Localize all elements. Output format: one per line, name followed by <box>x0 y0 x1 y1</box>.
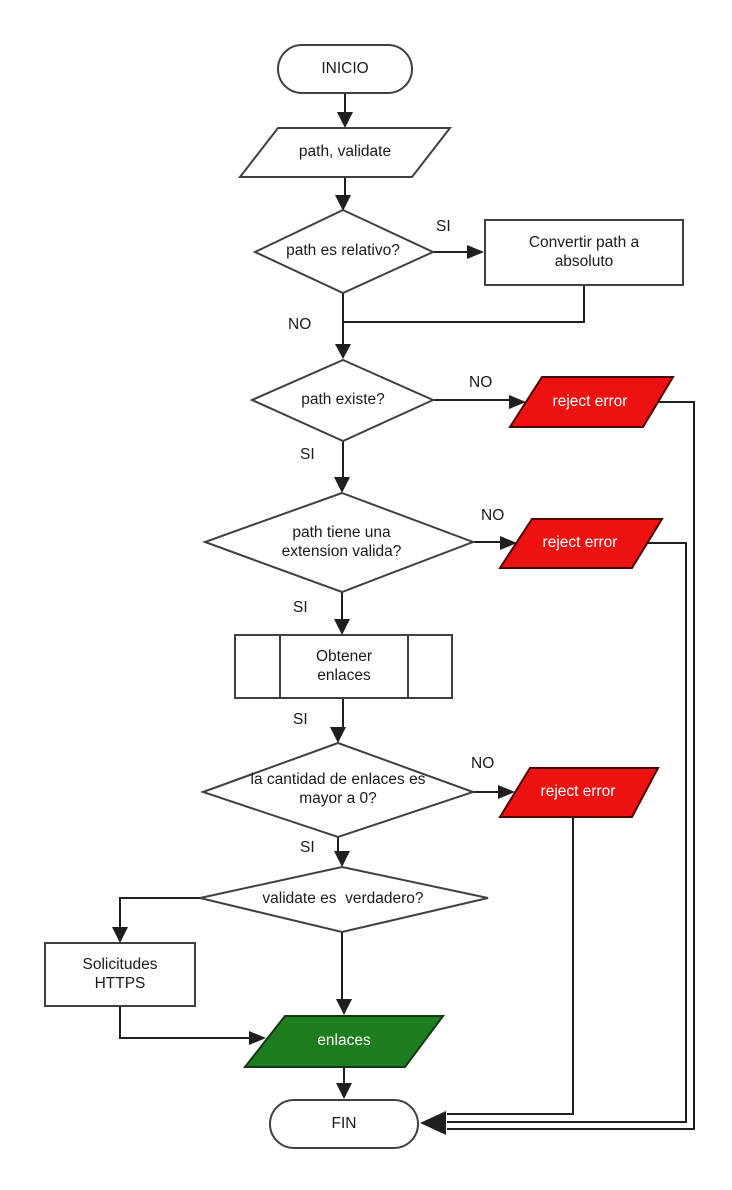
edge-label-count-si: SI <box>300 839 315 856</box>
decision-path-relative <box>252 208 436 295</box>
edge-reject2-end <box>447 542 687 1123</box>
edge-label-extension-no: NO <box>481 507 505 524</box>
arrowhead-into-end-top <box>336 1083 352 1099</box>
arrowhead-into-end-right <box>420 1111 446 1135</box>
arrowhead-into-reject2 <box>500 536 517 550</box>
output-links-label: enlaces <box>317 1032 371 1050</box>
edge-convert-return <box>343 285 585 323</box>
arrowheads <box>112 112 526 1135</box>
process-https-box <box>44 942 196 1007</box>
decision-path-exists <box>249 358 436 443</box>
arrowhead-into-reject3 <box>498 785 515 799</box>
reject-error-1-label: reject error <box>552 392 628 410</box>
edge-label-exists-si: SI <box>300 446 315 463</box>
input-parallelogram <box>237 127 453 178</box>
decision-relative-label: path es relativo? <box>286 242 400 260</box>
edge-validate-https <box>119 897 200 928</box>
start-label: INICIO <box>321 59 369 77</box>
edge-label-count-no: NO <box>471 755 495 772</box>
subroutine-links-label: Obtener enlaces <box>315 647 372 684</box>
edge-reject3-end <box>447 817 574 1115</box>
reject-error-parallelogram-3 <box>498 767 660 818</box>
decision-validate-label: validate es verdadero? <box>262 890 424 908</box>
output-links-parallelogram <box>242 1015 445 1068</box>
connector-lines <box>119 93 695 1130</box>
decision-links-count <box>199 741 477 839</box>
edge-label-relative-si: SI <box>436 218 451 235</box>
edge-reject1-end <box>447 401 695 1130</box>
end-label: FIN <box>331 1114 357 1132</box>
arrowhead-into-reject1 <box>509 395 526 409</box>
arrowhead-into-relative <box>335 195 351 211</box>
end-terminator <box>269 1099 419 1149</box>
process-https-label: Solicitudes HTTPS <box>82 955 158 992</box>
arrowhead-into-output-top <box>336 999 352 1015</box>
edge-label-extension-si: SI <box>293 599 308 616</box>
arrowhead-into-extension <box>334 477 350 493</box>
decision-count-label: la cantidad de enlaces es mayor a 0? <box>250 771 426 807</box>
reject-error-parallelogram-1 <box>508 376 675 428</box>
subroutine-get-links-box <box>234 634 453 699</box>
subroutine-side-bars <box>279 635 409 698</box>
decision-extension-label: path tiene una extension valida? <box>281 523 402 560</box>
arrowhead-into-validate <box>334 851 350 867</box>
reject-error-2-label: reject error <box>542 534 618 552</box>
edge-label-relative-no: NO <box>288 316 312 333</box>
reject-error-parallelogram-2 <box>498 518 664 569</box>
arrowhead-into-subroutine <box>334 619 350 635</box>
process-convert-label: Convertir path a absoluto <box>528 233 640 270</box>
edge-label-exists-no: NO <box>469 374 493 391</box>
arrowhead-into-count <box>330 727 346 743</box>
process-convert-box <box>484 219 684 286</box>
input-label: path, validate <box>298 143 392 161</box>
arrowhead-into-output-left <box>249 1031 266 1045</box>
decision-extension-valid <box>202 491 476 594</box>
arrowhead-into-exists <box>335 344 351 359</box>
start-terminator <box>277 44 413 94</box>
arrowhead-into-convert <box>467 245 484 259</box>
decision-validate-true <box>199 865 489 934</box>
edge-https-output <box>119 1006 250 1039</box>
reject-error-3-label: reject error <box>540 783 616 801</box>
arrowhead-into-input <box>337 112 353 128</box>
edge-label-links-si: SI <box>293 711 308 728</box>
arrowhead-into-https <box>112 927 128 943</box>
decision-exists-label: path existe? <box>301 391 385 409</box>
